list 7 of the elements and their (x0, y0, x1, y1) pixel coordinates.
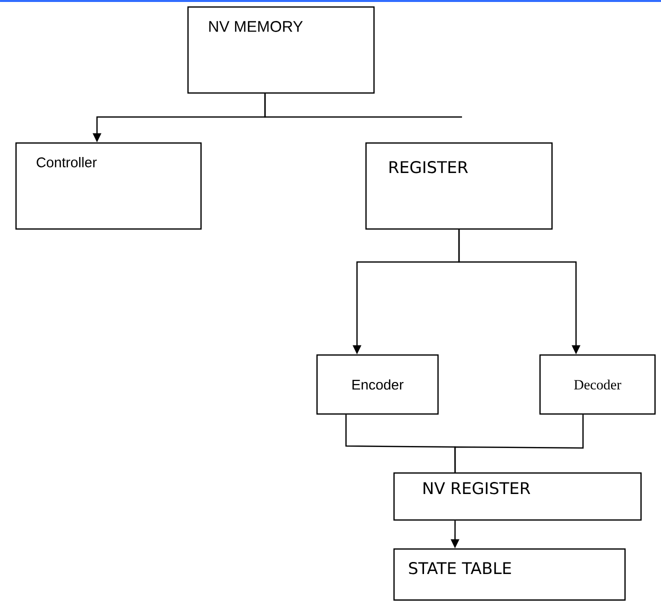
process-box: Decoder (539, 354, 656, 415)
process-box: NV MEMORY (187, 6, 375, 94)
process-box: NV REGISTER (393, 472, 642, 521)
process-box: Encoder (316, 354, 439, 415)
process-box: Controller (15, 142, 202, 230)
process-box: REGISTER (365, 142, 553, 230)
process-box: STATE TABLE (393, 548, 626, 601)
